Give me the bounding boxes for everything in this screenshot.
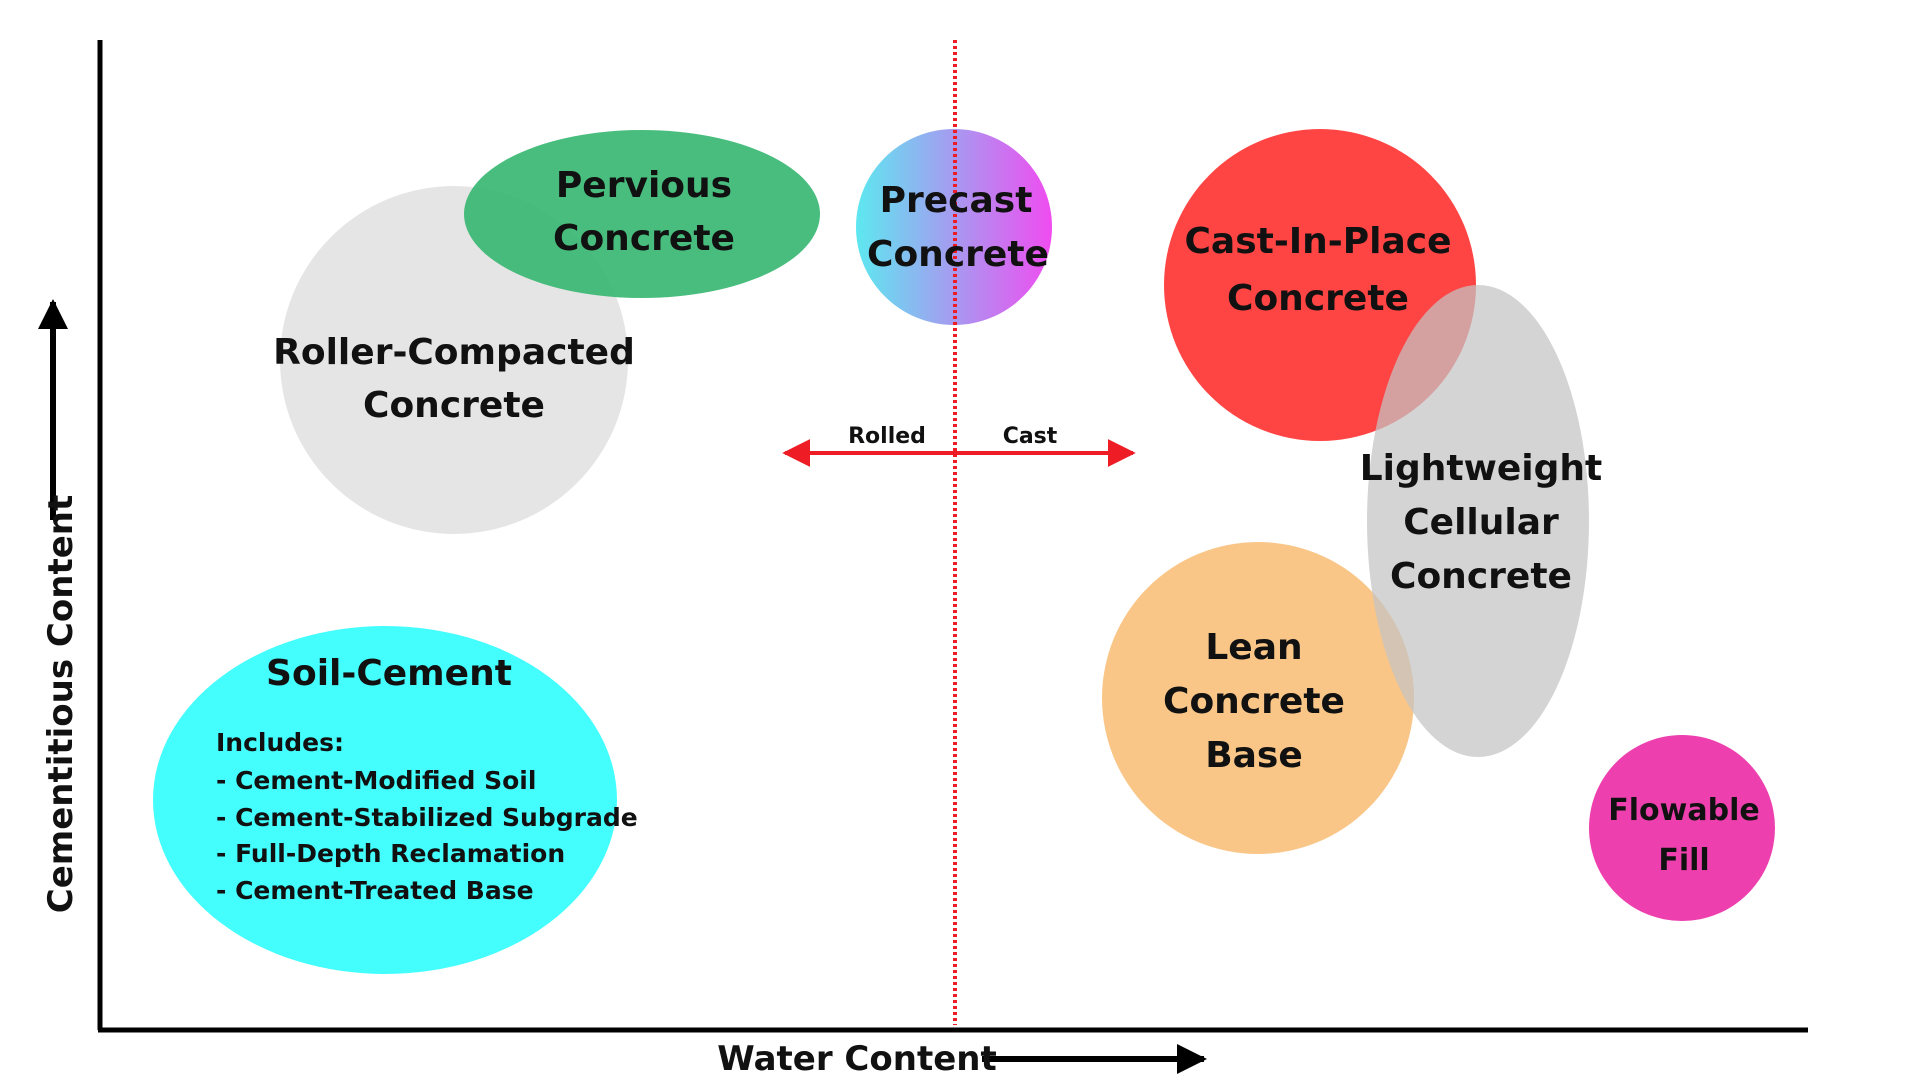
node-soil-cement (153, 626, 617, 974)
flowable-label-line2: Fill (1658, 843, 1709, 878)
pervious-label-line2: Concrete (553, 218, 735, 259)
flowable-label-line1: Flowable (1608, 793, 1759, 828)
soil-cement-includes: Includes: (216, 728, 344, 757)
pervious-bubble (464, 130, 820, 298)
lean-bubble (1102, 542, 1414, 854)
cip-label-line1: Cast-In-Place (1184, 221, 1451, 262)
node-pervious-concrete (464, 130, 820, 298)
soil-cement-item: - Cement-Modified Soil (216, 766, 536, 795)
lean-label-line1: Lean (1205, 627, 1302, 668)
lightweight-bubble (1367, 285, 1589, 757)
rcc-label-line2: Concrete (363, 385, 545, 426)
y-axis-label: Cementitious Content (41, 495, 81, 913)
lightweight-label-line2: Cellular (1403, 502, 1559, 543)
pervious-label-line1: Pervious (556, 165, 732, 206)
lightweight-label-line3: Concrete (1390, 556, 1572, 597)
node-lean-concrete-base (1102, 542, 1414, 854)
rcc-label-line1: Roller-Compacted (273, 332, 635, 373)
soil-cement-item: - Cement-Stabilized Subgrade (216, 803, 638, 832)
soil-cement-item: - Cement-Treated Base (216, 876, 534, 905)
soil-cement-title: Soil-Cement (266, 653, 512, 694)
lean-label-line3: Base (1205, 735, 1303, 776)
precast-label-line1: Precast (880, 180, 1033, 221)
lean-label-line2: Concrete (1163, 681, 1345, 722)
soil-cement-bubble (153, 626, 617, 974)
lightweight-label-line1: Lightweight (1360, 448, 1603, 489)
cip-label-line2: Concrete (1227, 278, 1409, 319)
soil-cement-item: - Full-Depth Reclamation (216, 839, 565, 868)
flowable-bubble (1589, 735, 1775, 921)
node-lightweight-cellular-concrete (1367, 285, 1589, 757)
rolled-label: Rolled (848, 424, 926, 449)
node-flowable-fill (1589, 735, 1775, 921)
cast-label: Cast (1003, 424, 1058, 449)
x-axis-label: Water Content (717, 1039, 996, 1079)
precast-label-line2: Concrete (867, 234, 1049, 275)
